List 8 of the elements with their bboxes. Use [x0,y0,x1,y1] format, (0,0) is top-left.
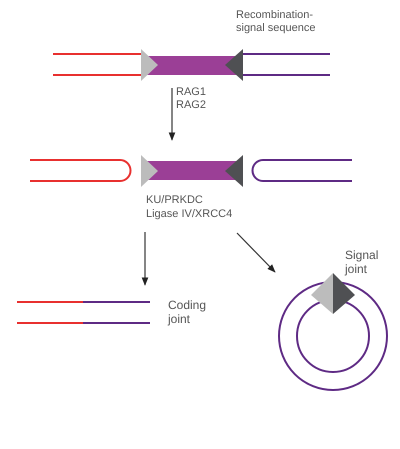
arrow [142,232,148,286]
enzyme-label: KU/PRKDC [146,194,203,207]
arrow [236,232,276,273]
caption-text: Recombination-signal sequence [236,9,317,35]
caption-text: Signal joint [345,248,380,276]
arrow [168,88,176,141]
caption-text: Coding joint [168,298,208,326]
enzyme-label: Ligase IV/XRCC4 [146,208,232,221]
